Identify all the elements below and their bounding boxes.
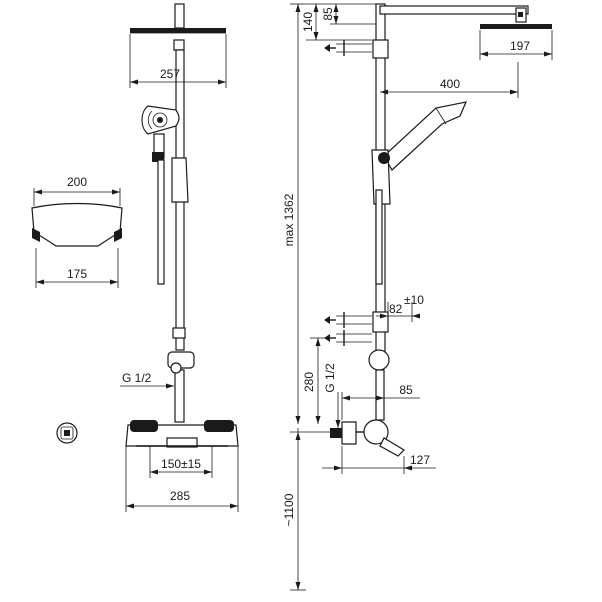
- dim-label-140: 140: [301, 12, 315, 32]
- thread-label-front: G 1/2: [120, 371, 174, 389]
- dimension-127: 127: [322, 446, 436, 474]
- dim-label-max-1362: max 1362: [282, 193, 296, 246]
- mixer-front: [125, 420, 239, 448]
- dim-label-1100: ~1100: [282, 493, 296, 526]
- wall-fixing-top: [324, 40, 372, 56]
- dim-label-200: 200: [67, 175, 87, 189]
- dim-label-g12-side: G 1/2: [323, 363, 337, 393]
- wall-outlet-icon: [56, 422, 78, 444]
- dim-label-g12-front: G 1/2: [122, 371, 152, 385]
- arm-side: [379, 5, 552, 29]
- dim-label-400: 400: [440, 77, 460, 91]
- wall-fixing-lower: [324, 312, 372, 346]
- shelf-body: [31, 202, 123, 247]
- dim-label-257: 257: [160, 67, 180, 81]
- hand-shower-front: [141, 105, 180, 285]
- dim-label-82: 82: [389, 302, 403, 316]
- dim-label-175: 175: [67, 267, 87, 281]
- dim-label-82-tolerance: ±10: [404, 293, 424, 307]
- hand-shower-side: [371, 101, 468, 285]
- dimension-85-mixer: 85: [341, 383, 420, 420]
- dimension-257: 257: [129, 34, 227, 88]
- dim-label-197: 197: [510, 39, 530, 53]
- dim-label-85-top: 85: [321, 7, 335, 21]
- dimension-197: 197: [479, 30, 553, 60]
- shelf-view: 200 175: [31, 175, 123, 288]
- pipe-holder-front: [167, 351, 195, 374]
- dim-label-285: 285: [170, 489, 190, 503]
- dimension-1100: ~1100: [282, 428, 330, 591]
- side-view: 140 85 197 400: [282, 3, 553, 591]
- dimension-max-1362: max 1362: [282, 3, 306, 424]
- dimension-280: 280: [302, 337, 326, 424]
- dimension-400: 400: [380, 62, 519, 98]
- dim-label-127: 127: [410, 453, 430, 467]
- dimension-82: 82 ±10: [376, 293, 424, 322]
- thread-label-side: G 1/2: [323, 363, 341, 428]
- dimension-285: 285: [125, 446, 239, 512]
- slide-bracket-front: [171, 157, 189, 203]
- dimension-150: 150±15: [149, 446, 213, 478]
- dim-label-85-mixer: 85: [399, 383, 413, 397]
- dimension-140-85: 140 85: [301, 3, 376, 41]
- shower-head-front: [130, 28, 226, 34]
- mixer-side: [330, 419, 405, 457]
- dim-label-150: 150±15: [161, 457, 201, 471]
- front-view: 257 G 1/2: [120, 3, 239, 512]
- dim-label-280: 280: [302, 372, 316, 392]
